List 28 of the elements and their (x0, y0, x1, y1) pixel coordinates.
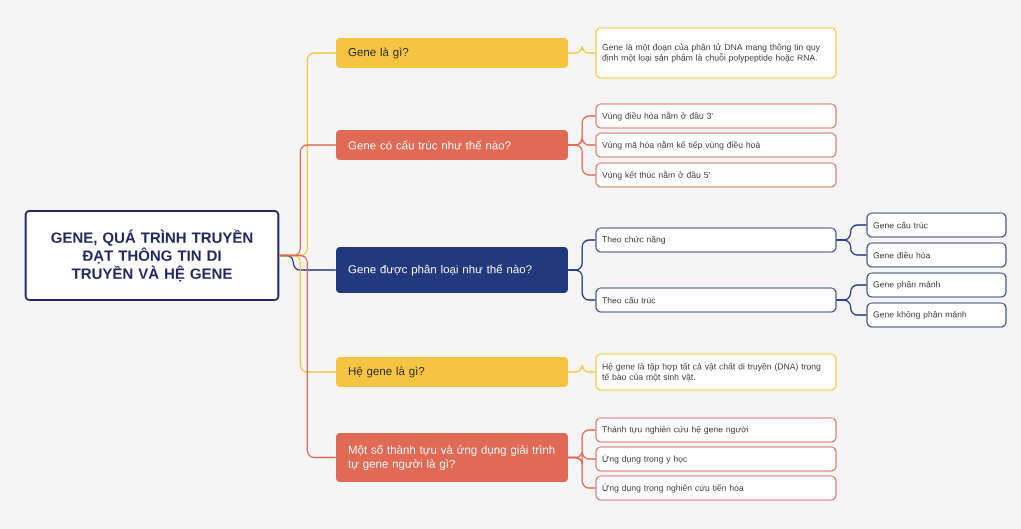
detail-box: Vùng điều hòa nằm ở đầu 3' (595, 103, 837, 129)
connector-line (278, 254, 337, 459)
topic-box: Một số thành tựu và ứng dụng giải trình tự gene người là gì? (336, 433, 568, 482)
topic-box: Gene có cấu trúc như thế nào? (336, 130, 568, 160)
detail-box: Ứng dụng trong y học (595, 446, 837, 472)
connector-line (567, 456, 597, 489)
detail-box: Theo cấu trúc (595, 287, 837, 313)
title-box: GENE, QUÁ TRÌNH TRUYỀN ĐẠT THÔNG TIN DI TRUYỀN VÀ HỆ GENE (24, 210, 280, 301)
connector-line (835, 239, 868, 256)
connector-line (567, 144, 597, 176)
topic-box: Gene là gì? (336, 38, 568, 68)
topic-box: Gene được phân loại như thế nào? (336, 247, 568, 293)
connector-line (567, 364, 597, 373)
connector-line (567, 269, 597, 301)
detail-box: Gene phân mảnh (866, 272, 1007, 298)
detail-box: Gene không phân mảnh (866, 302, 1007, 328)
detail-box: Gene cấu trúc (866, 212, 1007, 238)
detail-box: Ứng dụng trong nghiên cứu tiến hóa (595, 475, 837, 501)
detail-box: Vùng mã hóa nằm kế tiếp vùng điều hoà (595, 132, 837, 158)
detail-box: Theo chức năng (595, 227, 837, 253)
detail-box: Gene là một đoạn của phân tử DNA mang thông tin quy định một loại sản phẩm là chuỗi polypeptide hoặc RNA. (595, 27, 837, 79)
connector-line (835, 299, 868, 316)
connector-line (567, 45, 597, 54)
detail-box: Gene điều hòa (866, 242, 1007, 268)
detail-box: Thành tựu nghiên cứu hệ gene người (595, 417, 837, 443)
detail-box: Hệ gene là tập hợp tất cả vật chất di truyền (DNA) trong tế bào của một sinh vật. (595, 353, 837, 391)
topic-box: Hệ gene là gì? (336, 357, 568, 387)
detail-box: Vùng kết thúc nằm ở đầu 5' (595, 162, 837, 188)
